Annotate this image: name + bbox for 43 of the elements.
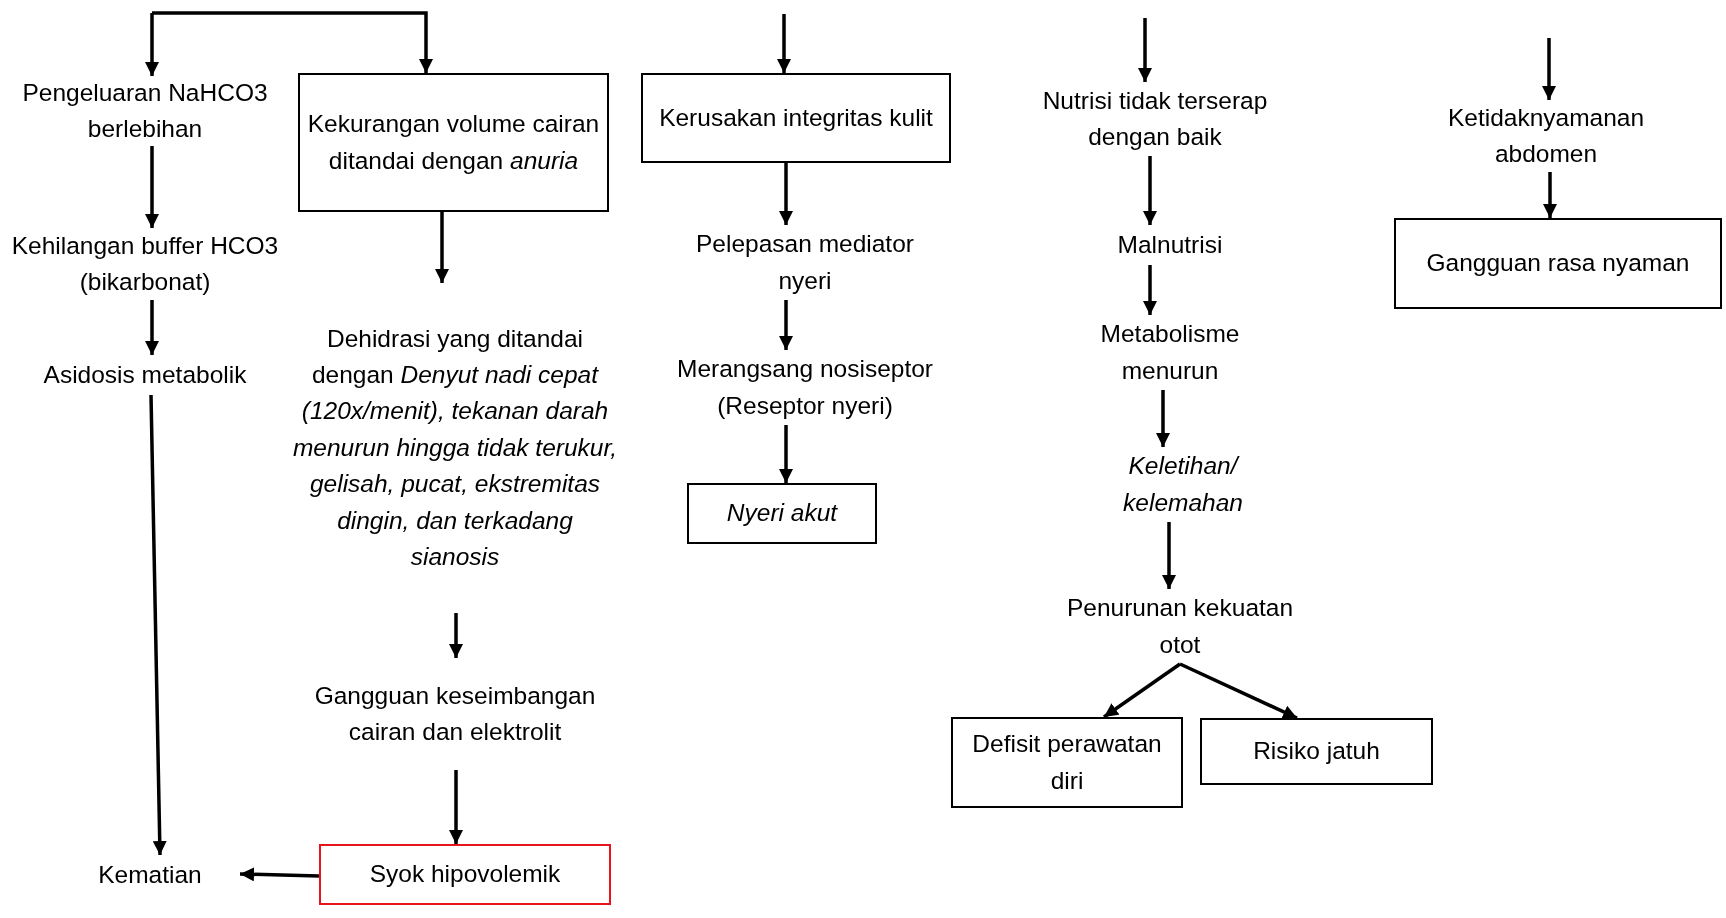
arrow bbox=[145, 146, 159, 228]
process-box: Nyeri akut bbox=[687, 483, 877, 544]
arrow bbox=[149, 394, 167, 856]
arrow bbox=[1543, 172, 1557, 218]
process-box: Kerusakan integritas kulit bbox=[641, 73, 951, 163]
arrow bbox=[1138, 18, 1152, 82]
arrow bbox=[1179, 662, 1298, 720]
arrow bbox=[1162, 522, 1176, 589]
arrow bbox=[1542, 38, 1556, 100]
node-text: Kehilangan buffer HCO3 (bikarbonat) bbox=[10, 230, 280, 297]
arrow bbox=[449, 613, 463, 658]
process-box: Kekurangan volume cairan ditandai dengan anuria bbox=[298, 73, 609, 212]
arrow bbox=[449, 770, 463, 844]
node-text: Pelepasan mediator nyeri bbox=[695, 229, 915, 296]
arrow bbox=[779, 163, 793, 225]
arrow bbox=[1143, 156, 1157, 225]
node-text: Gangguan keseimbangan cairan dan elektrolit bbox=[313, 680, 597, 747]
arrow bbox=[145, 13, 159, 76]
arrow bbox=[1103, 662, 1181, 719]
process-box: Risiko jatuh bbox=[1200, 718, 1433, 785]
arrow bbox=[777, 14, 791, 73]
arrow bbox=[239, 867, 320, 882]
arrow bbox=[145, 300, 159, 355]
arrow bbox=[152, 11, 433, 73]
node-text: Metabolisme menurun bbox=[1099, 319, 1241, 386]
arrow bbox=[1156, 390, 1170, 447]
process-box: Gangguan rasa nyaman bbox=[1394, 218, 1722, 309]
process-box: Defisit perawatan diri bbox=[951, 717, 1183, 808]
node-text: Merangsang nosiseptor (Reseptor nyeri) bbox=[675, 354, 934, 421]
arrow bbox=[779, 425, 793, 483]
node-text: Dehidrasi yang ditandai dengan Denyut nadi cepat (120x/menit), tekanan darah menurun hingga tidak terukur, gelisah, pucat, ekstremitas dingin, dan terkadang sianosis bbox=[291, 323, 619, 572]
process-box: Syok hipovolemik bbox=[319, 844, 611, 905]
arrow bbox=[435, 212, 449, 283]
node-text: Ketidaknyamanan abdomen bbox=[1446, 102, 1646, 169]
node-text: Pengeluaran NaHCO3 berlebihan bbox=[21, 77, 269, 144]
node-text: Asidosis metabolik bbox=[43, 359, 247, 390]
node-text: Malnutrisi bbox=[1117, 229, 1223, 260]
arrow bbox=[779, 300, 793, 350]
node-text: Kematian bbox=[98, 859, 202, 890]
node-text: Nutrisi tidak terserap dengan baik bbox=[1041, 85, 1269, 152]
node-text: Penurunan kekuatan otot bbox=[1065, 593, 1295, 660]
node-text: Keletihan/ kelemahan bbox=[1122, 451, 1244, 518]
arrow bbox=[1143, 265, 1157, 315]
